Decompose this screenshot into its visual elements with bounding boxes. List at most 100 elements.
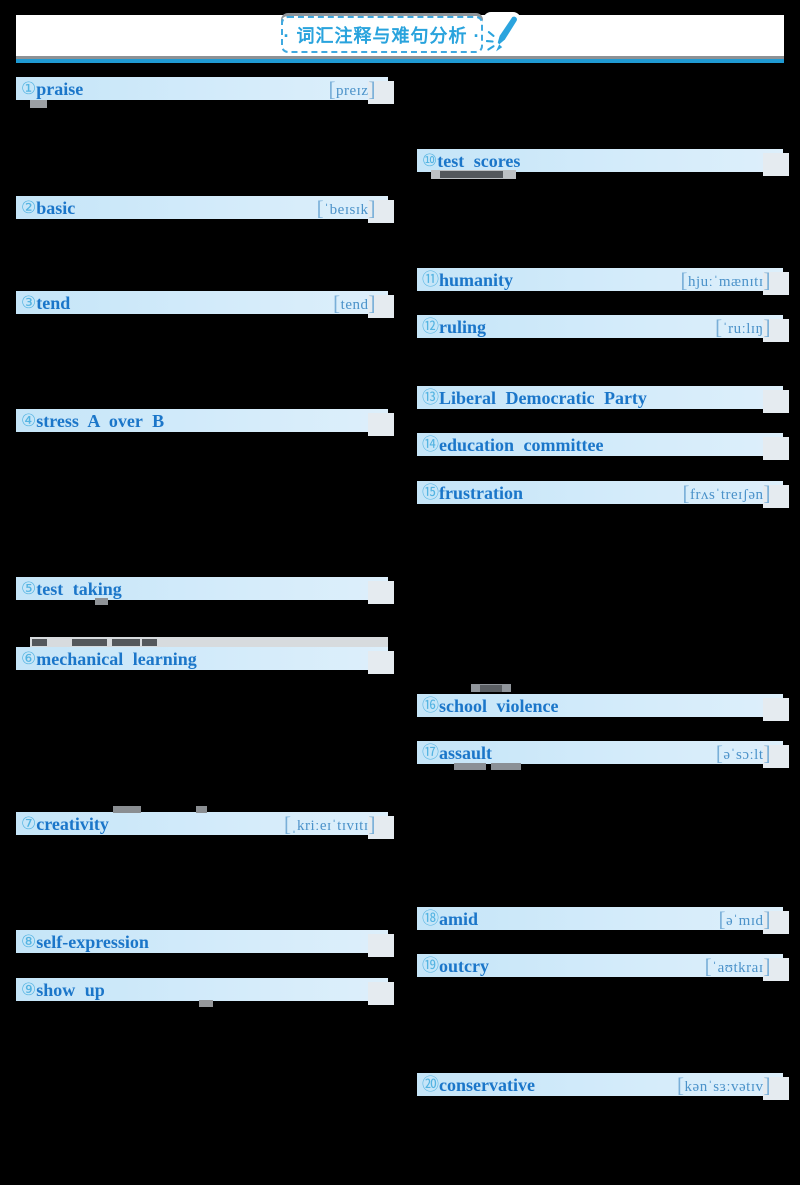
phonetic-value: preɪz xyxy=(336,83,369,99)
entry-term: conservative xyxy=(439,1074,535,1095)
phonetic-open-bracket: [ xyxy=(284,812,292,836)
entry-number: ① xyxy=(21,78,37,99)
entry-term: tend xyxy=(36,292,71,313)
phonetic-open-bracket: [ xyxy=(715,741,724,765)
entry-number: ⑲ xyxy=(422,955,439,976)
entry-phonetic: [kənˈsɜːvətɪv] xyxy=(677,1073,771,1097)
entry-number: ⑰ xyxy=(422,742,439,763)
phonetic-close-bracket: ] xyxy=(368,196,376,220)
phonetic-close-bracket: ] xyxy=(368,77,376,101)
redacted-text-remnant xyxy=(32,639,47,646)
vocab-entry: ⑥mechanical learning xyxy=(16,647,394,674)
entry-phonetic: [hjuːˈmænɪtɪ] xyxy=(680,268,771,292)
entry-number: ⑯ xyxy=(422,695,439,716)
pen-icon xyxy=(483,12,521,55)
phonetic-close-bracket: ] xyxy=(763,954,771,978)
vocab-entry: ④stress A over B xyxy=(16,409,394,436)
vocab-entry: ⑭education committee xyxy=(417,433,789,460)
entry-number: ⑫ xyxy=(422,316,439,337)
phonetic-value: ˈruːlɪŋ xyxy=(722,321,764,337)
vocab-entry: ⑪humanity[hjuːˈmænɪtɪ] xyxy=(417,268,789,295)
entry-number: ③ xyxy=(21,292,37,313)
entry-term: creativity xyxy=(36,813,109,834)
phonetic-open-bracket: [ xyxy=(328,77,337,101)
phonetic-close-bracket: ] xyxy=(763,907,771,931)
redacted-text-remnant xyxy=(454,763,486,770)
phonetic-open-bracket: [ xyxy=(680,268,688,292)
phonetic-value: əˈsɔːlt xyxy=(723,747,764,763)
header-divider-gray xyxy=(16,56,784,59)
entry-term: mechanical learning xyxy=(36,648,197,669)
vocab-entry: ⑯school violence xyxy=(417,694,789,721)
section-title: · 词汇注释与难句分析 · xyxy=(283,25,481,46)
entry-term: frustration xyxy=(439,482,523,503)
phonetic-value: ˌkriːeɪˈtɪvɪtɪ xyxy=(291,818,369,834)
entry-number: ⑬ xyxy=(422,387,439,408)
vocab-entry: ⑫ruling [ˈruːlɪŋ] xyxy=(417,315,789,342)
phonetic-open-bracket: [ xyxy=(715,315,723,339)
phonetic-close-bracket: ] xyxy=(763,315,771,339)
redacted-text-remnant xyxy=(491,763,521,770)
entry-term: praise xyxy=(36,78,84,99)
phonetic-open-bracket: [ xyxy=(682,481,691,505)
entry-phonetic: [ˈbeɪsɪk] xyxy=(316,196,376,220)
vocab-entry: ⑦creativity [ˌkriːeɪˈtɪvɪtɪ] xyxy=(16,812,394,839)
vocab-entry: ③tend[tend] xyxy=(16,291,394,318)
redacted-text-remnant xyxy=(72,639,107,646)
phonetic-close-bracket: ] xyxy=(763,481,771,505)
entry-term: show up xyxy=(36,979,105,1000)
phonetic-open-bracket: [ xyxy=(704,954,713,978)
entry-term: amid xyxy=(439,908,479,929)
vocab-entry: ⑲outcry [ˈaʊtkraɪ] xyxy=(417,954,789,981)
redacted-text-remnant xyxy=(440,171,503,178)
vocab-entry: ⑱amid [əˈmɪd] xyxy=(417,907,789,934)
phonetic-value: tend xyxy=(340,297,369,313)
entry-phonetic: [ˌkriːeɪˈtɪvɪtɪ] xyxy=(284,812,376,836)
phonetic-open-bracket: [ xyxy=(316,196,325,220)
entry-phonetic: [əˈmɪd] xyxy=(718,907,772,931)
entry-term: ruling xyxy=(439,316,487,337)
redacted-text-remnant xyxy=(30,100,47,108)
entry-term: self-expression xyxy=(36,931,149,952)
vocab-entry: ⑬Liberal Democratic Party xyxy=(417,386,789,413)
vocab-entry: ①praise [preɪz] xyxy=(16,77,394,104)
vocab-entry: ⑳conservative [kənˈsɜːvətɪv] xyxy=(417,1073,789,1100)
entry-number: ⑭ xyxy=(422,434,439,455)
phonetic-value: əˈmɪd xyxy=(726,913,764,929)
entry-phonetic: [frʌsˈtreɪʃən] xyxy=(682,481,771,505)
redacted-text-remnant xyxy=(95,598,108,605)
phonetic-close-bracket: ] xyxy=(763,268,771,292)
entry-number: ⑪ xyxy=(422,269,439,290)
vocab-entry: ⑨show up xyxy=(16,978,394,1005)
entry-term: school violence xyxy=(439,695,559,716)
entry-number: ⑮ xyxy=(422,482,439,503)
vocab-entry: ⑤test taking xyxy=(16,577,394,604)
phonetic-close-bracket: ] xyxy=(763,741,771,765)
redacted-text-remnant xyxy=(113,806,141,813)
phonetic-open-bracket: [ xyxy=(718,907,726,931)
redacted-text-remnant xyxy=(199,1000,213,1007)
entry-term: test scores xyxy=(437,150,521,171)
redacted-text-remnant xyxy=(112,639,140,646)
entry-number: ⑧ xyxy=(21,931,37,952)
entry-number: ⑦ xyxy=(21,813,37,834)
entry-term: Liberal Democratic Party xyxy=(439,387,647,408)
entry-term: outcry xyxy=(439,955,489,976)
entry-phonetic: [ˈruːlɪŋ] xyxy=(715,315,771,339)
redacted-text-remnant xyxy=(480,685,502,692)
entry-phonetic: [preɪz] xyxy=(328,77,376,101)
vocab-entry: ②basic[ˈbeɪsɪk] xyxy=(16,196,394,223)
entry-phonetic: [tend] xyxy=(333,291,376,315)
entry-term: basic xyxy=(36,197,76,218)
vocab-entry: ⑮frustration [frʌsˈtreɪʃən] xyxy=(417,481,789,508)
phonetic-value: ˈbeɪsɪk xyxy=(324,202,369,218)
vocab-entry: ⑩test scores xyxy=(417,149,789,176)
phonetic-close-bracket: ] xyxy=(368,812,376,836)
entry-number: ⑳ xyxy=(422,1074,439,1095)
entry-number: ⑱ xyxy=(422,908,439,929)
entry-term: stress A over B xyxy=(36,410,165,431)
phonetic-open-bracket: [ xyxy=(677,1073,685,1097)
vocab-entry: ⑰assault[əˈsɔːlt] xyxy=(417,741,789,768)
phonetic-value: ˈaʊtkraɪ xyxy=(712,960,764,976)
